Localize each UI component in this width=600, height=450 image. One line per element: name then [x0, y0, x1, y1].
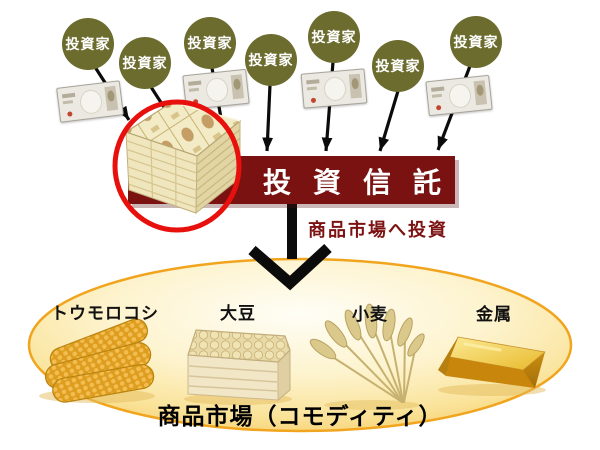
investor-circle: 投資家 [450, 16, 502, 68]
market-title: 商品市場（コモディティ） [157, 403, 443, 429]
metals-label: 金属 [476, 305, 512, 324]
investor-circle: 投資家 [372, 40, 424, 92]
commodity-market-ellipse [27, 257, 573, 433]
investor-circle: 投資家 [308, 11, 360, 63]
investor-label: 投資家 [187, 37, 233, 52]
investment-trust-label: 投資信託 [263, 168, 464, 199]
money-stack-icon [124, 101, 242, 215]
flow-caption: 商品市場へ投資 [308, 220, 448, 240]
investor-label: 投資家 [122, 57, 168, 72]
soybeans-label: 大豆 [220, 304, 256, 323]
corn-icon [39, 318, 155, 403]
investor-label: 投資家 [311, 31, 357, 46]
investor-circle: 投資家 [62, 18, 114, 70]
investor-label: 投資家 [453, 36, 499, 51]
soybeans-box-icon [184, 329, 292, 405]
wheat-label: 小麦 [352, 305, 388, 324]
investor-circle: 投資家 [245, 34, 297, 86]
investor-label: 投資家 [248, 54, 294, 69]
investor-label: 投資家 [65, 38, 111, 53]
red-highlight-circle [112, 99, 242, 233]
investor-circle: 投資家 [184, 17, 236, 69]
wheat-icon [309, 303, 425, 410]
investor-label: 投資家 [375, 60, 421, 75]
big-down-arrow-icon [248, 203, 332, 291]
corn-label: トウモロコシ [51, 304, 159, 323]
investor-circle: 投資家 [119, 37, 171, 89]
gold-bar-icon [438, 336, 546, 396]
